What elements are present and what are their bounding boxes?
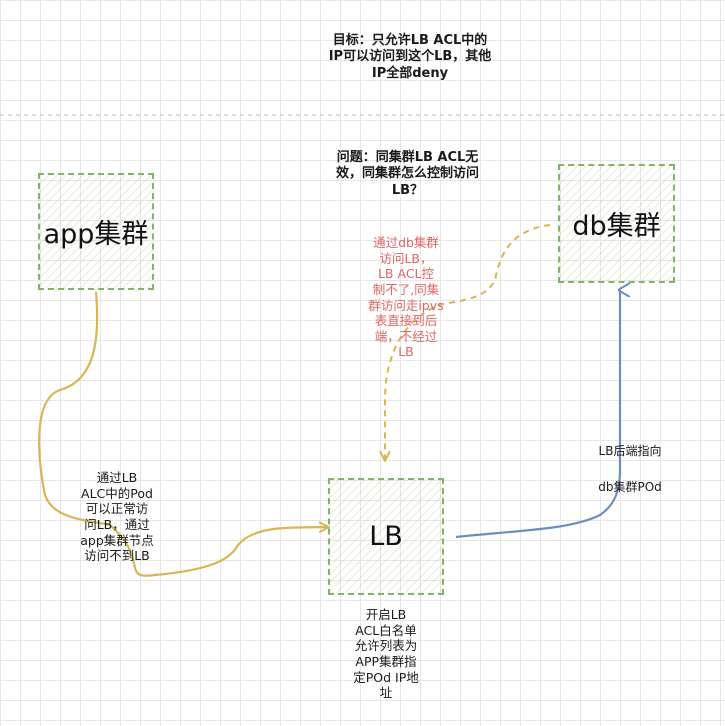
app-access-note: 通过LB ALC中的Pod 可以正常访 问LB，通过 app集群节点 访问不到L… xyxy=(62,470,172,564)
app-access-note-line: 访问不到LB xyxy=(84,548,150,564)
lb-acl-note-line: 址 xyxy=(379,685,393,701)
app-to-lb-edge xyxy=(38,291,328,577)
app-cluster-label: app集群 xyxy=(43,219,149,250)
lb-label: LB xyxy=(369,521,403,552)
db-access-note-line: LB xyxy=(398,344,414,360)
db-access-note-line: 制不了,同集 xyxy=(372,281,440,297)
app-access-note-line: 问LB，通过 xyxy=(84,516,150,532)
db-access-note-line: 群访问走ipvs xyxy=(368,297,444,313)
lb-acl-note-line: APP集群指 xyxy=(355,653,417,669)
goal-text: 目标：只允许LB ACL中的 IP可以访问到这个LB，其他 IP全部deny xyxy=(300,33,520,82)
lb-acl-note-line: ACL白名单 xyxy=(355,622,417,638)
db-access-note-line: 通过db集群 xyxy=(373,235,439,250)
app-access-note-line: ALC中的Pod xyxy=(81,485,153,501)
lb-backend-label-2: db集群POd xyxy=(598,480,662,494)
goal-line-2: IP可以访问到这个LB，其他 xyxy=(328,49,492,65)
app-cluster-node[interactable]: app集群 xyxy=(38,173,154,290)
problem-line-2: 效，同集群怎么控制访问 xyxy=(335,166,479,182)
lb-backend-label-1: LB后端指向 xyxy=(598,444,662,458)
lb-acl-note-line: 允许列表为 xyxy=(354,638,418,654)
app-access-note-line: app集群节点 xyxy=(80,532,154,548)
lb-acl-note-line: 开启LB xyxy=(365,607,407,622)
db-cluster-node[interactable]: db集群 xyxy=(558,164,675,283)
goal-line-1: 目标：只允许LB ACL中的 xyxy=(332,33,488,48)
db-access-note-line: LB ACL控 xyxy=(377,266,435,282)
app-access-note-line: 可以正常访 xyxy=(85,501,149,517)
problem-text: 问题：同集群LB ACL无 效，同集群怎么控制访问 LB？ xyxy=(305,150,510,199)
db-to-lb-edge xyxy=(385,224,551,460)
db-cluster-label: db集群 xyxy=(572,211,661,242)
goal-line-3: IP全部deny xyxy=(371,65,449,81)
lb-acl-note: 开启LB ACL白名单 允许列表为 APP集群指 定POd IP地 址 xyxy=(330,607,442,701)
db-access-note-line: 表直接到后 xyxy=(374,313,438,329)
lb-acl-note-line: 定POd IP地 xyxy=(353,669,419,685)
lb-to-db-edge xyxy=(455,290,620,539)
app-access-note-line: 通过LB xyxy=(96,470,138,485)
db-access-note: 通过db集群 访问LB， LB ACL控 制不了,同集 群访问走ipvs 表直接… xyxy=(350,235,462,360)
problem-line-3: LB？ xyxy=(391,182,424,198)
problem-line-1: 问题：同集群LB ACL无 xyxy=(336,150,479,165)
lb-node[interactable]: LB xyxy=(328,478,444,595)
db-access-note-line: 端，不经过 xyxy=(374,328,438,344)
db-access-note-line: 访问LB， xyxy=(379,250,433,266)
